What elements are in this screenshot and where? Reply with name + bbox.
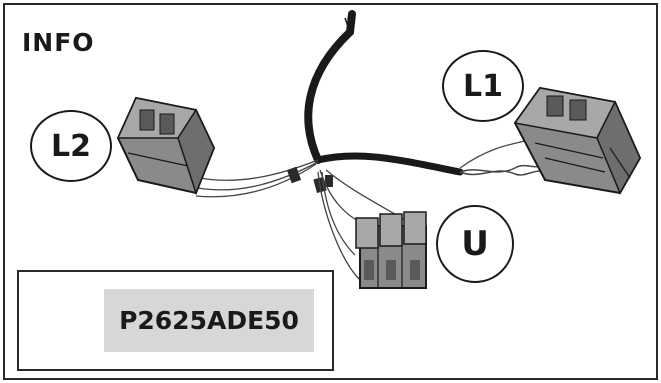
connector-l1	[513, 86, 642, 195]
main-cable	[304, 10, 356, 164]
cable-clip	[325, 175, 333, 187]
callout-l2: L2	[30, 110, 112, 182]
info-title: INFO	[22, 28, 95, 57]
cable-to-l1	[314, 152, 464, 176]
callout-u: U	[436, 205, 514, 283]
cable-clip	[286, 166, 302, 184]
connector-u	[355, 211, 427, 289]
connector-l2	[116, 96, 216, 196]
twisted-wires-l1	[459, 164, 546, 173]
reference-code: P2625ADE50	[104, 289, 314, 352]
callout-l1: L1	[442, 50, 524, 122]
wires-to-l2	[199, 159, 319, 181]
